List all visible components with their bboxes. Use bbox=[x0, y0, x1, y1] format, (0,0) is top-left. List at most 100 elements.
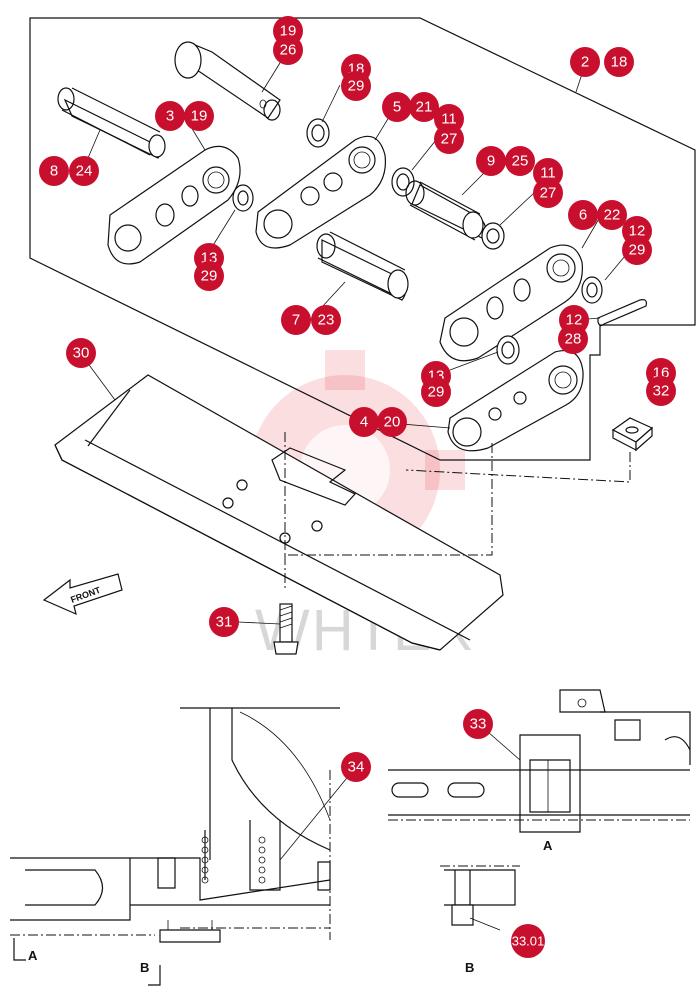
callout-29-top: 29 bbox=[341, 71, 371, 101]
seal-ring-11-27-b bbox=[481, 222, 505, 250]
track-bolt bbox=[273, 603, 299, 655]
callout-label: 11 bbox=[540, 165, 556, 182]
seal-ring-29-left bbox=[232, 184, 254, 212]
callout-bubble bbox=[558, 324, 588, 354]
front-arrow-icon bbox=[42, 573, 123, 616]
callout-bubble bbox=[646, 376, 676, 406]
callout-bubble bbox=[341, 752, 371, 782]
callout-label: 20 bbox=[384, 414, 401, 431]
callout-29-left: 29 bbox=[194, 261, 224, 291]
callout-label: 28 bbox=[565, 331, 582, 348]
callout-5: 5 bbox=[382, 92, 412, 122]
callout-2: 2 bbox=[570, 47, 600, 77]
callout-bubble bbox=[311, 305, 341, 335]
view-label-a-main: A bbox=[28, 948, 38, 963]
callout-29-right: 29 bbox=[622, 235, 652, 265]
callout-20: 20 bbox=[377, 407, 407, 437]
frame-detail-left bbox=[10, 707, 340, 943]
callout-3: 3 bbox=[155, 101, 185, 131]
seal-ring-13 bbox=[496, 335, 520, 365]
callout-bubble bbox=[463, 709, 493, 739]
callout-30: 30 bbox=[66, 338, 96, 368]
bushing-7 bbox=[316, 231, 409, 301]
callout-19: 19 bbox=[184, 101, 214, 131]
centerline-shoe-a bbox=[284, 432, 493, 556]
callout-bubble bbox=[511, 924, 545, 958]
callout-bubble bbox=[273, 35, 303, 65]
callout-bubble bbox=[476, 146, 506, 176]
callout-21: 21 bbox=[409, 92, 439, 122]
callout-label: 4 bbox=[360, 414, 368, 431]
link-middle bbox=[255, 135, 387, 249]
view-label-b-detail: B bbox=[465, 960, 474, 975]
callout-33: 33 bbox=[463, 709, 493, 739]
link-right bbox=[439, 244, 583, 362]
callout-bubble bbox=[69, 156, 99, 186]
callout-label: 30 bbox=[73, 345, 90, 362]
callout-bubble bbox=[281, 305, 311, 335]
callout-bubble bbox=[39, 156, 69, 186]
view-label-b-main: B bbox=[140, 960, 149, 975]
callout-8: 8 bbox=[39, 156, 69, 186]
callout-label: 8 bbox=[50, 163, 58, 180]
callout-label: 11 bbox=[441, 111, 457, 128]
callout-bubble bbox=[209, 607, 239, 637]
callout-label: 29 bbox=[428, 384, 445, 401]
callout-bubble bbox=[597, 200, 627, 230]
callout-6: 6 bbox=[568, 200, 598, 230]
seal-ring-11-27-a bbox=[391, 167, 415, 197]
view-arrow-b bbox=[148, 965, 161, 986]
callout-26: 26 bbox=[273, 35, 303, 65]
callout-label: 6 bbox=[579, 207, 587, 224]
callout-23: 23 bbox=[311, 305, 341, 335]
bushing-right bbox=[405, 180, 487, 241]
callout-bubble bbox=[66, 338, 96, 368]
callout-9: 9 bbox=[476, 146, 506, 176]
callout-bubble bbox=[349, 407, 379, 437]
pin-master bbox=[174, 41, 281, 121]
callout-bubble bbox=[434, 124, 464, 154]
callout-label: 26 bbox=[280, 42, 297, 59]
callout-label: 31 bbox=[216, 614, 233, 631]
centerline-nut bbox=[405, 452, 631, 483]
callout-label: 18 bbox=[611, 54, 628, 71]
callout-label: 34 bbox=[348, 759, 365, 776]
callout-28: 28 bbox=[558, 324, 588, 354]
callout-label: 32 bbox=[653, 383, 670, 400]
callout-bubble bbox=[421, 377, 451, 407]
callout-bubble bbox=[382, 92, 412, 122]
callout-bubble bbox=[155, 101, 185, 131]
bushing-left bbox=[57, 87, 166, 159]
callout-25: 25 bbox=[505, 146, 535, 176]
link-left bbox=[107, 145, 241, 265]
callout-label: 9 bbox=[487, 153, 495, 170]
callout-label: 21 bbox=[416, 99, 433, 116]
callout-31: 31 bbox=[209, 607, 239, 637]
callout-label: 27 bbox=[441, 131, 458, 148]
callout-label: 12 bbox=[629, 223, 646, 240]
callout-label: 19 bbox=[280, 23, 297, 40]
callout-label: 33.01 bbox=[512, 934, 545, 949]
callout-bubble bbox=[570, 47, 600, 77]
callout-bubble bbox=[604, 47, 634, 77]
callout-label: 27 bbox=[540, 185, 557, 202]
subassembly-outline bbox=[29, 17, 696, 461]
callout-27-b: 27 bbox=[533, 178, 563, 208]
callout-label: 2 bbox=[581, 54, 589, 71]
callout-bubble bbox=[568, 200, 598, 230]
callout-label: 22 bbox=[604, 207, 621, 224]
callout-22: 22 bbox=[597, 200, 627, 230]
callout-label: 3 bbox=[166, 108, 174, 125]
callout-18: 18 bbox=[604, 47, 634, 77]
callout-7: 7 bbox=[281, 305, 311, 335]
view-label-a-detail: A bbox=[543, 838, 553, 853]
callout-bubble bbox=[505, 146, 535, 176]
callout-label: 24 bbox=[76, 163, 93, 180]
frame-detail-right bbox=[388, 689, 691, 833]
seal-ring-29-top bbox=[306, 118, 330, 148]
callout-label: 12 bbox=[566, 312, 583, 329]
callout-label: 29 bbox=[201, 268, 218, 285]
